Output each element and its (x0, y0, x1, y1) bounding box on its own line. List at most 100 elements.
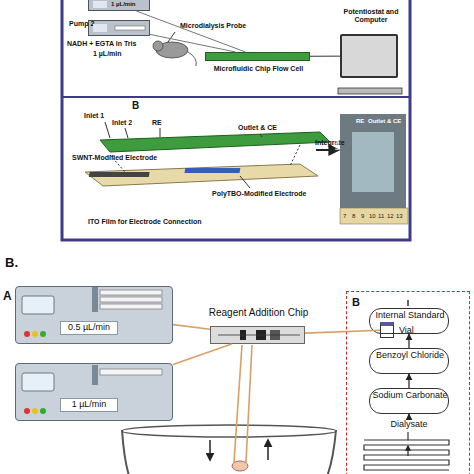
ruler-number: 7 (343, 213, 346, 220)
node-text: NADH + EGTA in Tris (67, 40, 157, 48)
node-text: Reagent Addition Chip (196, 307, 321, 318)
tube (246, 345, 252, 462)
node-text: Benzoyl Chloride (370, 351, 450, 361)
reagent-inlet: Internal Standard (369, 308, 449, 334)
probe-tip (232, 461, 248, 471)
panel-letter: B. (5, 256, 18, 270)
ito-film (85, 164, 318, 186)
syringe-pump: 1 µL/min (15, 363, 173, 421)
syringe (100, 290, 162, 295)
computer: Potentiostat and Computer (340, 34, 398, 78)
syringe (115, 26, 145, 30)
part-label: SWNT-Modified Electrode (72, 154, 157, 162)
part-label: Inlet 2 (112, 119, 132, 127)
chip-channel (270, 330, 280, 340)
part-label: Inlet 1 (334, 133, 341, 150)
rat-tail (188, 52, 196, 66)
node-text: 1 µL/min (93, 50, 143, 58)
inlet-leader (125, 128, 128, 138)
node-text: Sodium Carbonate (370, 391, 450, 401)
pusher-block (92, 365, 98, 385)
inset-panel: B Internal StandardBenzoyl ChlorideSodium… (346, 291, 470, 474)
ruler-number: 12 (387, 213, 394, 220)
alignment-line (290, 145, 300, 166)
node-text: Potentiostat and Computer (330, 8, 412, 23)
outlet-channel (407, 300, 409, 306)
sample-inlet: Dialysate (369, 420, 449, 433)
pump-screen (93, 1, 107, 8)
chip-channel (218, 335, 300, 336)
syringe-pump: 1 µL/min (88, 0, 150, 11)
part-label: RE (152, 119, 162, 127)
ruler (340, 208, 408, 224)
part-label: RE (356, 118, 364, 125)
ruler-number: 10 (369, 213, 376, 220)
chip-top-layer (100, 132, 330, 152)
part-label: Integrate (315, 139, 345, 147)
node-text: B (352, 296, 366, 308)
chip-in-photo (352, 132, 394, 192)
pump-light (32, 331, 38, 337)
node-text: Internal Standard (370, 311, 450, 321)
panel-letter: A (3, 290, 12, 303)
polytbo-electrode (184, 168, 240, 173)
tube-connector (136, 11, 245, 52)
pump-light (40, 331, 46, 337)
ruler-number: 9 (361, 213, 364, 220)
node-text: 1 µL/min (111, 1, 151, 8)
rat (156, 42, 188, 58)
tube-connector (305, 330, 380, 333)
ruler-number: 8 (352, 213, 355, 220)
outlet-leader (260, 134, 262, 137)
syringe (100, 304, 162, 309)
node-text: Pump 2 (69, 20, 99, 28)
syringe-pump: 0.5 µL/min (15, 286, 173, 344)
syringe-pump: Pump 2NADH + EGTA in Tris1 µL/min (88, 20, 150, 36)
mixing-serpentine (364, 440, 449, 470)
tube (234, 345, 242, 462)
node-text: 1 µL/min (60, 398, 118, 412)
pump-screen (22, 296, 54, 314)
probe-leader (168, 32, 175, 42)
chip-channel (240, 330, 246, 340)
node-text: Vial (399, 326, 429, 336)
beaker (122, 430, 336, 474)
panel-divider (62, 96, 410, 98)
flow-cell-chip: Microfluidic Chip Flow Cell (205, 52, 310, 61)
tube-connector (173, 325, 210, 330)
pusher-block (92, 287, 98, 312)
pump-light (24, 331, 30, 337)
flow-arrow (407, 446, 408, 456)
part-label: Microdialysis Probe (180, 22, 246, 30)
swnt-electrode (89, 172, 150, 177)
tube-connector (150, 34, 236, 52)
part-label: Inlet 1 (84, 112, 104, 120)
electrode-leader (240, 176, 250, 188)
syringe (100, 297, 162, 302)
re-leader (160, 128, 161, 137)
pump-screen (93, 24, 107, 32)
part-label: Outlet & CE (238, 124, 277, 132)
rat-head (153, 41, 163, 51)
tube-connector (173, 344, 232, 364)
syringe (100, 369, 162, 375)
flow-arrow (267, 440, 269, 460)
inlet-leader (105, 122, 110, 138)
flow-arrow (408, 414, 409, 420)
part-label: Outlet & CE (368, 118, 401, 125)
part-label: PolyTBO-Modified Electrode (212, 190, 307, 198)
node-text: Microfluidic Chip Flow Cell (201, 65, 316, 73)
vial: Vial (380, 322, 394, 338)
beaker-rim (122, 425, 336, 437)
flow-arrow (209, 440, 211, 460)
pump-light (32, 408, 38, 414)
chip-photo (340, 114, 406, 210)
flow-arrow (408, 334, 409, 348)
tube-connector (310, 56, 340, 57)
flow-arrow (408, 374, 409, 388)
panel-letter: B (132, 100, 139, 111)
ruler-number: 13 (396, 213, 403, 220)
reagent-inlet: Sodium Carbonate (369, 388, 449, 414)
node-text: 0.5 µL/min (60, 321, 118, 335)
